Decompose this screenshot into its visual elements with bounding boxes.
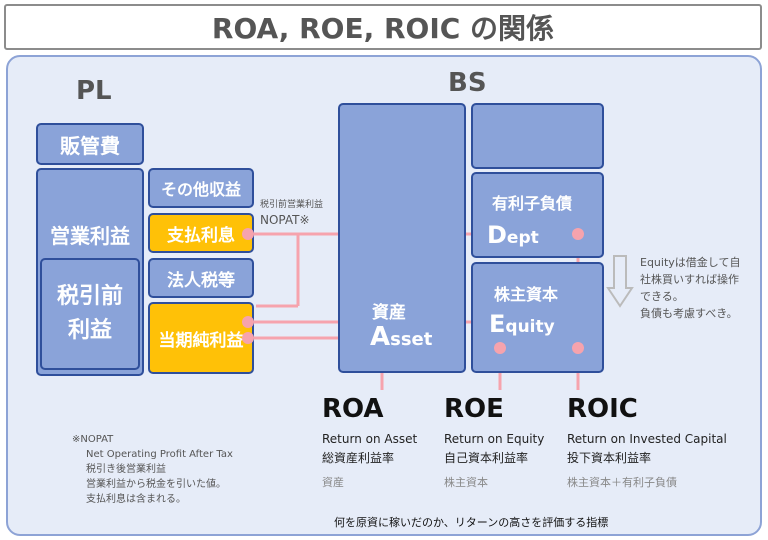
bs-assets-label: 資産 — [372, 303, 406, 323]
side-note-line: できる。 — [640, 290, 684, 303]
nopat-footnote: ※NOPAT Net Operating Profit After Tax 税引… — [72, 432, 233, 507]
pl-interest-paid: 支払利息 — [148, 213, 254, 253]
metric-denominator: 株主資本＋有利子負債 — [567, 476, 677, 489]
dot-debt — [572, 228, 584, 240]
pl-net-income-label: 当期純利益 — [158, 330, 244, 351]
pl-sga-label: 販管費 — [60, 133, 120, 158]
bs-asset-word: Asset — [370, 322, 432, 352]
metric-english: Return on Invested Capital — [567, 432, 727, 446]
metric-denominator: 株主資本 — [444, 476, 488, 489]
pl-net-income: 当期純利益 — [148, 302, 254, 374]
debt-initial: D — [487, 221, 507, 249]
nopat-label: NOPAT※ — [260, 213, 310, 227]
metric-name: ROA — [322, 394, 384, 424]
asset-rest: sset — [390, 329, 433, 350]
metric-roe: ROE Return on Equity 自己資本利益率 株主資本 — [444, 394, 544, 490]
bs-equity — [471, 262, 604, 373]
pl-corporate-tax-label: 法人税等 — [167, 270, 235, 291]
bs-equity-word: Equity — [489, 310, 555, 338]
bs-equity-label: 株主資本 — [494, 285, 559, 304]
pl-corporate-tax: 法人税等 — [148, 258, 254, 298]
down-arrow-icon — [606, 255, 634, 308]
side-note-line: 負債も考慮すべき。 — [640, 307, 738, 320]
pl-pretax-profit-label: 税引前 利益 — [56, 284, 123, 343]
pl-sga: 販管費 — [36, 123, 144, 165]
dot-roe — [494, 342, 506, 354]
equity-initial: E — [489, 310, 506, 338]
bs-heading: BS — [448, 68, 487, 98]
equity-rest: quity — [505, 317, 555, 337]
metric-japanese: 総資産利益率 — [322, 451, 395, 465]
metric-name: ROE — [444, 394, 504, 424]
side-note-line: 社株買いすれば操作 — [640, 273, 739, 286]
asset-initial: A — [370, 322, 391, 352]
pl-other-income-label: その他収益 — [160, 180, 241, 199]
pl-pretax-profit: 税引前 利益 — [40, 258, 140, 370]
metric-english: Return on Equity — [444, 432, 545, 446]
side-note-line: Equityは借金して自 — [640, 256, 741, 269]
page-title: ROA, ROE, ROIC の関係 — [4, 4, 762, 50]
metric-denominator: 資産 — [322, 476, 344, 489]
dot-net-income-2 — [242, 332, 254, 344]
metric-roic: ROIC Return on Invested Capital 投下資本利益率 … — [567, 394, 727, 490]
footnote-line: ※NOPAT — [72, 434, 114, 445]
footnote-line: 支払利息は含まれる。 — [86, 494, 186, 505]
bs-assets — [338, 103, 466, 373]
footnote-line: 営業利益から税金を引いた値。 — [86, 479, 226, 490]
dot-interest — [242, 228, 254, 240]
bs-debt — [471, 172, 604, 258]
metric-roa: ROA Return on Asset 総資産利益率 資産 — [322, 394, 417, 490]
footnote-line: 税引き後営業利益 — [86, 464, 166, 475]
dot-net-income-1 — [242, 316, 254, 328]
pl-interest-paid-label: 支払利息 — [167, 225, 235, 246]
bs-debt-label: 有利子負債 — [492, 194, 573, 213]
debt-rest: ept — [506, 228, 539, 248]
footnote-line: Net Operating Profit After Tax — [86, 449, 233, 460]
pl-other-income: その他収益 — [148, 168, 254, 208]
pl-heading: PL — [76, 76, 112, 106]
bs-debt-word: Dept — [487, 221, 539, 249]
caption: 何を原資に稼いだのか、リターンの高さを評価する指標 — [334, 516, 609, 529]
pl-operating-profit-label: 営業利益 — [50, 224, 130, 248]
dot-roic — [572, 342, 584, 354]
metric-name: ROIC — [567, 394, 638, 424]
nopat-label-jp: 税引前営業利益 — [260, 200, 324, 210]
metric-japanese: 投下資本利益率 — [567, 451, 652, 465]
bs-top-block — [471, 103, 604, 169]
side-note: Equityは借金して自 社株買いすれば操作 できる。 負債も考慮すべき。 — [640, 254, 740, 322]
metric-japanese: 自己資本利益率 — [444, 451, 529, 465]
metric-english: Return on Asset — [322, 432, 418, 446]
